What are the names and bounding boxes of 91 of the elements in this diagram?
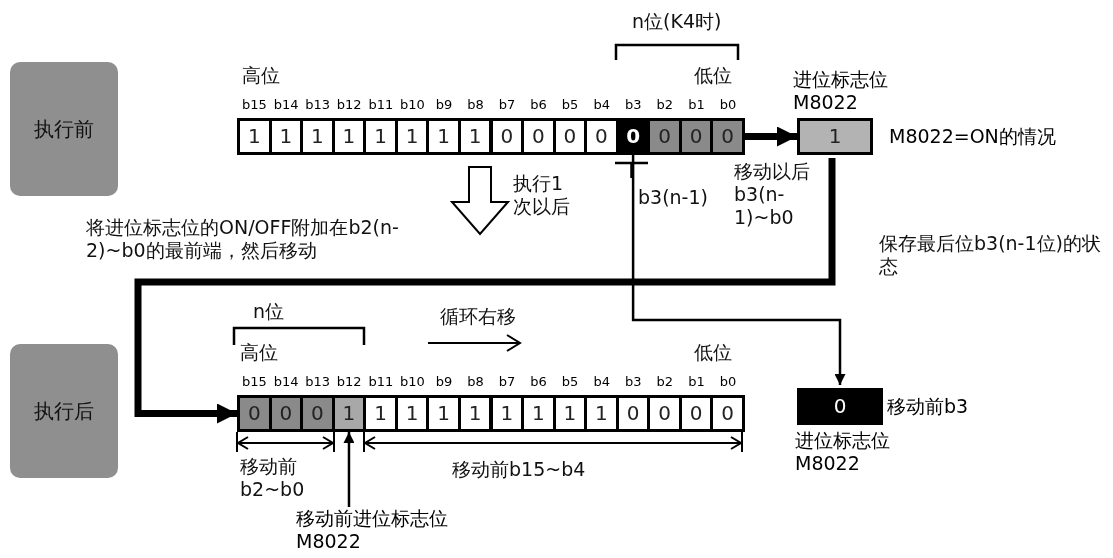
side-note: 移动前b3 <box>887 394 969 419</box>
callout-text: 移动前进位标志位M8022 <box>296 507 466 553</box>
bit-cell: 1 <box>587 398 616 429</box>
note-text: 移动以后b3(n-1)~b0 <box>734 160 811 229</box>
bit-label: b10 <box>398 97 426 113</box>
bit-cell: 0 <box>618 398 648 429</box>
bit-label: b12 <box>335 374 363 390</box>
bit-label: b4 <box>592 374 611 390</box>
bit-label: b1 <box>687 97 706 113</box>
bit-label: b13 <box>304 374 331 390</box>
bit-label: b12 <box>335 97 363 113</box>
bit-label: b3 <box>624 374 643 390</box>
bit-cell: 1 <box>429 121 458 152</box>
bit-cell: 1 <box>366 121 395 152</box>
note-text: 保存最后位b3(n-1位)的状态 <box>879 232 1101 278</box>
bit-cell: 0 <box>713 121 742 152</box>
arrow <box>343 432 355 507</box>
bit-label: b2 <box>655 97 675 113</box>
bit-label: b5 <box>560 97 580 113</box>
bit-label: b10 <box>398 374 426 390</box>
bit-cell: 0 <box>650 121 679 152</box>
bit-cell: 1 <box>492 398 522 429</box>
bit-cell: 0 <box>555 121 585 152</box>
bit-cell: 1 <box>271 121 301 152</box>
bit-cell: 1 <box>524 398 553 429</box>
carry-flag-box: 0 <box>797 388 883 425</box>
bit-label: b9 <box>434 374 454 390</box>
bit-cell: 1 <box>366 398 395 429</box>
bit-label: b7 <box>497 374 517 390</box>
bit-label: b13 <box>304 97 331 113</box>
step-box: 执行后 <box>10 344 118 478</box>
bit-cell: 0 <box>713 398 742 429</box>
bit-cell: 0 <box>524 121 553 152</box>
bit-cell: 0 <box>587 121 616 152</box>
bit-cell: 0 <box>271 398 301 429</box>
step-box: 执行前 <box>10 62 118 196</box>
bit-cell: 1 <box>555 398 585 429</box>
bit-cell: 0 <box>240 398 269 429</box>
note-text: 低位 <box>694 64 733 87</box>
bit-cell: 0 <box>492 121 522 152</box>
bit-cell: 1 <box>460 398 490 429</box>
flag-caption: 进位标志位M8022 <box>795 429 891 475</box>
arrow <box>631 155 846 385</box>
note-text: 循环右移 <box>440 305 517 328</box>
bit-cell: 1 <box>429 398 458 429</box>
bit-label: b14 <box>272 374 300 390</box>
bit-label: b5 <box>560 374 580 390</box>
bit-label: b15 <box>241 97 268 113</box>
bit-label: b8 <box>466 374 485 390</box>
note-text: 移动前b2~b0 <box>240 455 306 501</box>
side-note: M8022=ON的情况 <box>889 124 1056 149</box>
bit-cell: 0 <box>681 398 711 429</box>
note-text: 低位 <box>694 341 733 364</box>
bit-label: b0 <box>718 374 738 390</box>
bit-cell: 1 <box>397 398 427 429</box>
note-text: b3(n-1) <box>638 186 709 209</box>
note-text: n位(K4时) <box>632 10 723 33</box>
thick-arrow <box>745 126 797 147</box>
bit-label: b14 <box>272 97 300 113</box>
note-text: 高位 <box>242 64 281 87</box>
bit-label: b4 <box>592 97 611 113</box>
bit-label: b11 <box>367 374 395 390</box>
bit-cell: 1 <box>303 121 332 152</box>
note-text: 移动前b15~b4 <box>452 458 587 481</box>
bit-cell: 1 <box>460 121 490 152</box>
bit-label: b8 <box>466 97 485 113</box>
bit-cell: 1 <box>397 121 427 152</box>
bit-label: b9 <box>434 97 454 113</box>
note-text: 执行1次以后 <box>513 172 571 218</box>
carry-flag-box: 1 <box>797 118 873 155</box>
bit-label: b15 <box>241 374 268 390</box>
bit-cell: 0 <box>303 398 332 429</box>
bit-label: b2 <box>655 374 675 390</box>
bit-label: b3 <box>624 97 643 113</box>
note-text: 将进位标志位的ON/OFF附加在b2(n-2)~b0的最前端，然后移动 <box>86 216 400 262</box>
bit-label: b11 <box>367 97 395 113</box>
bit-label: b6 <box>529 374 548 390</box>
bit-register <box>237 395 745 432</box>
bit-cell: 0 <box>681 121 711 152</box>
bit-register <box>237 118 745 155</box>
bit-label: b0 <box>718 97 738 113</box>
note-text: 高位 <box>240 341 279 364</box>
bit-cell: 0 <box>650 398 679 429</box>
bit-label: b7 <box>497 97 517 113</box>
note-text: n位 <box>253 300 286 323</box>
bit-cell: 1 <box>240 121 269 152</box>
bit-cell: 1 <box>334 398 364 429</box>
flag-caption: 进位标志位M8022 <box>793 68 889 114</box>
bit-cell: 1 <box>334 121 364 152</box>
bit-label: b1 <box>687 374 706 390</box>
bit-label: b6 <box>529 97 548 113</box>
